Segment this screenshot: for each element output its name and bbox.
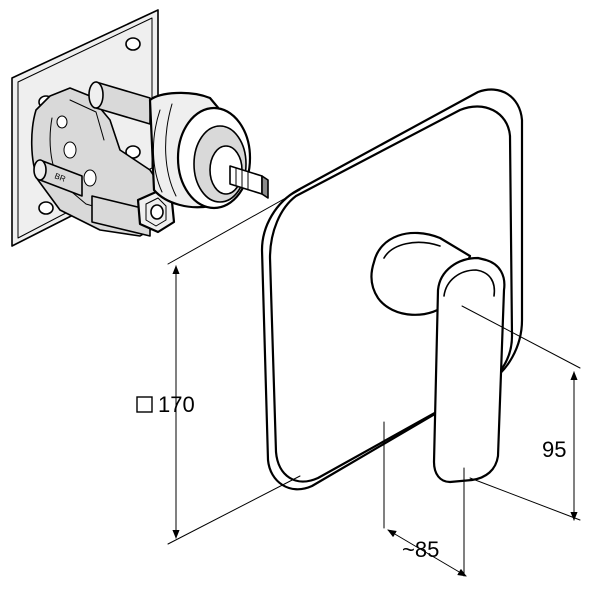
square-dimension-symbol-icon	[136, 396, 153, 413]
mounting-hole	[38, 201, 54, 215]
depth-size-label: ~85	[402, 537, 439, 562]
svg-text:BR: BR	[53, 171, 67, 183]
lever-handle	[370, 231, 506, 484]
concealed-valve-body: BR	[11, 9, 269, 247]
handle-lever	[432, 256, 506, 484]
plate-size-label: 170	[158, 392, 195, 417]
dimension-lines	[167, 189, 581, 577]
depth-dimension-line	[387, 529, 467, 577]
handle-size-label: 95	[542, 437, 566, 462]
mounting-hole	[125, 37, 141, 51]
dimension-labels: 170 95 ~85	[136, 392, 566, 562]
